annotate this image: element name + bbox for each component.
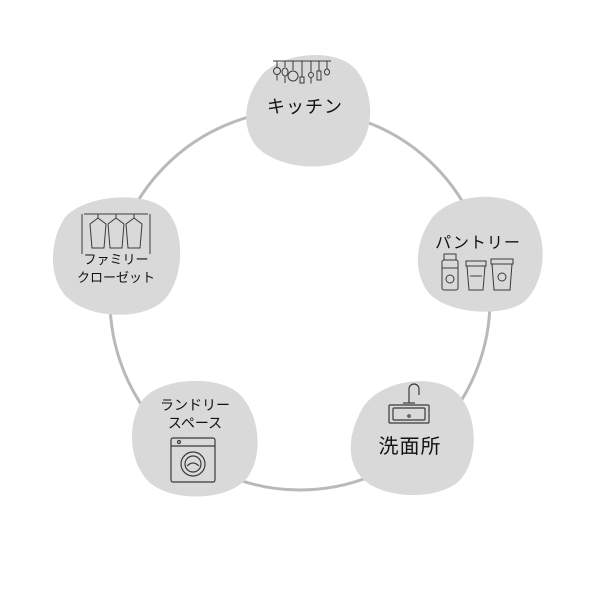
kitchen-node: キッチン <box>235 45 375 170</box>
storage-jars-icon <box>441 253 514 291</box>
washroom-node: 洗面所 <box>343 373 477 498</box>
kitchen-label: キッチン <box>267 97 343 118</box>
pantry-node: パントリー <box>412 188 544 314</box>
laundry-label-line2: スペース <box>167 416 223 432</box>
hanging-utensils-icon <box>273 60 331 84</box>
pantry-label: パントリー <box>435 233 521 252</box>
closet-node: ファミリー クローゼット <box>48 190 184 318</box>
kitchen-blob <box>246 55 371 167</box>
laundry-label-line1: ランドリー <box>160 398 230 414</box>
laundry-node: ランドリー スペース <box>127 374 263 500</box>
washroom-blob <box>350 381 474 496</box>
clothes-rack-icon <box>81 213 151 254</box>
washroom-label: 洗面所 <box>378 434 442 458</box>
laundry-blob <box>131 380 258 497</box>
closet-blob <box>52 197 181 315</box>
closet-label-line2: クローゼット <box>76 271 155 286</box>
washing-machine-icon <box>170 437 216 483</box>
closet-label-line1: ファミリー <box>83 253 149 268</box>
sink-faucet-icon <box>388 383 430 424</box>
